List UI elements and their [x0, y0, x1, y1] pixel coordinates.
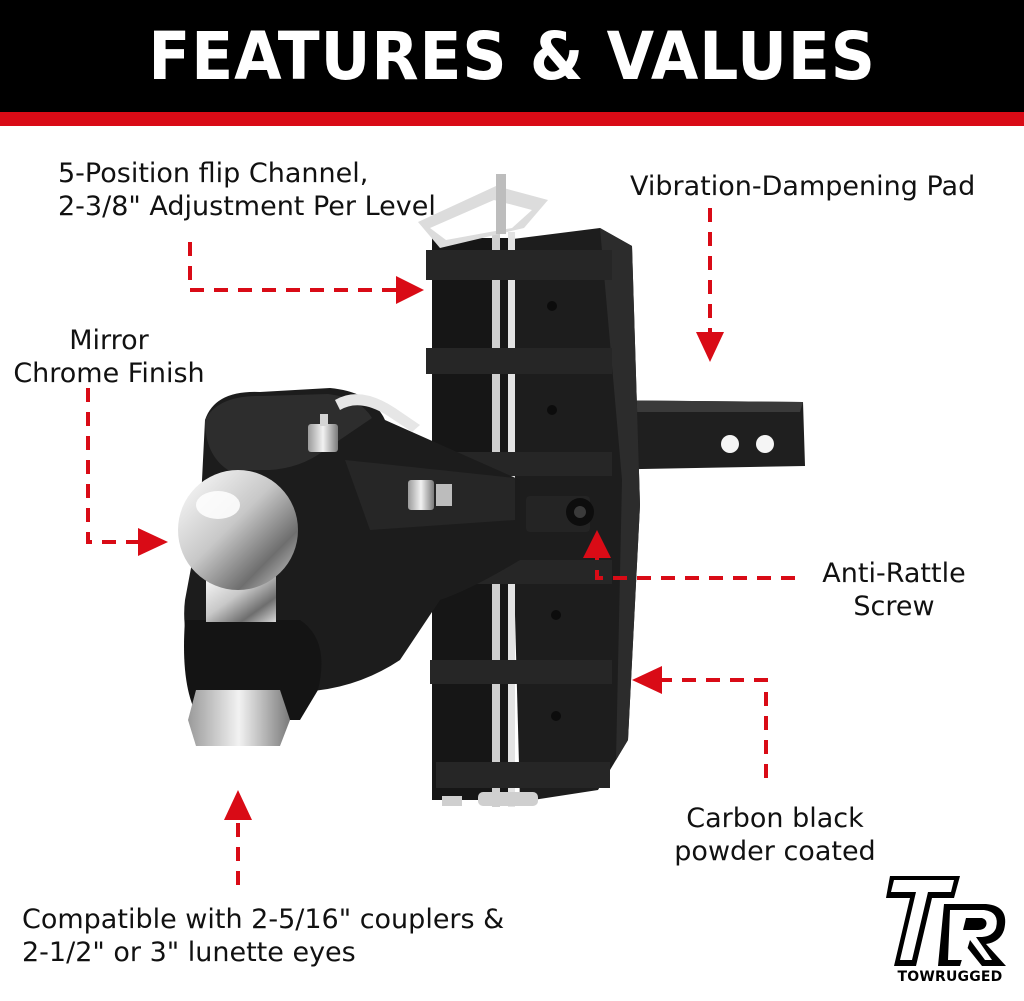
label-chrome-finish: Mirror Chrome Finish — [4, 324, 214, 390]
arrow-head-compat — [224, 790, 252, 820]
label-powder-coated-line1: Carbon black — [686, 803, 864, 834]
label-dampening-pad: Vibration-Dampening Pad — [630, 170, 975, 203]
label-dampening-pad-line1: Vibration-Dampening Pad — [630, 171, 976, 202]
label-chrome-finish-line2: Chrome Finish — [13, 358, 205, 389]
arrow-head-coating — [632, 666, 662, 694]
label-powder-coated-line2: powder coated — [674, 836, 876, 867]
label-anti-rattle-line1: Anti-Rattle — [822, 558, 966, 589]
label-compatibility: Compatible with 2-5/16" couplers & 2-1/2… — [22, 903, 504, 969]
anti-rattle-screw — [526, 496, 594, 532]
hitch-ball — [178, 470, 298, 746]
bottom-pin — [442, 792, 538, 806]
label-anti-rattle-screw: Anti-Rattle Screw — [804, 557, 984, 623]
header-banner: FEATURES & VALUES — [0, 0, 1024, 112]
arrow-heads — [138, 276, 724, 820]
arrow-head-pad — [696, 332, 724, 362]
arrow-head-finish — [138, 528, 168, 556]
label-flip-channel: 5-Position flip Channel, 2-3/8" Adjustme… — [58, 157, 436, 223]
page-title: FEATURES & VALUES — [148, 17, 876, 95]
label-powder-coated: Carbon black powder coated — [650, 802, 900, 868]
brand-wordmark: TOWRUGGED — [897, 969, 1003, 985]
label-anti-rattle-line2: Screw — [853, 591, 935, 622]
brand-logo: TOWRUGGED — [886, 870, 1014, 996]
header-accent-stripe — [0, 112, 1024, 126]
arrow-head-screw — [583, 530, 611, 558]
arrow-head-flip-channel — [396, 276, 424, 304]
label-flip-channel-line2: 2-3/8" Adjustment Per Level — [58, 191, 436, 222]
receiver-shank — [585, 400, 805, 470]
pin-clip — [418, 174, 548, 248]
label-compatibility-line1: Compatible with 2-5/16" couplers & — [22, 904, 505, 935]
label-flip-channel-line1: 5-Position flip Channel, — [58, 158, 369, 189]
callout-arrows — [86, 208, 795, 885]
label-chrome-finish-line1: Mirror — [69, 325, 149, 356]
brand-logo-mark — [886, 876, 1006, 966]
label-compatibility-line2: 2-1/2" or 3" lunette eyes — [22, 937, 356, 968]
